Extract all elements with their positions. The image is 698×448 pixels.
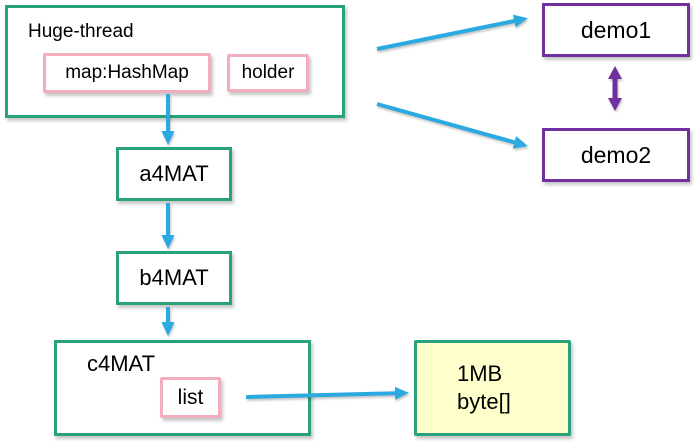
- node-list: list: [160, 377, 221, 418]
- arrow-huge-thread-to-demo2: [376, 102, 528, 149]
- b4mat-label: b4MAT: [139, 265, 209, 290]
- list-label: list: [177, 385, 204, 409]
- node-huge-thread: Huge-thread map:HashMap holder: [5, 5, 345, 118]
- c4mat-label: c4MAT: [87, 351, 156, 376]
- byte-array-line1: 1MB: [457, 361, 503, 386]
- byte-array-label: 1MB byte[]: [457, 360, 511, 416]
- node-map-hashmap: map:HashMap: [43, 53, 211, 93]
- node-demo1: demo1: [542, 3, 690, 57]
- node-b4mat: b4MAT: [116, 251, 232, 305]
- node-byte-array: 1MB byte[]: [414, 340, 571, 436]
- demo2-label: demo2: [580, 141, 652, 168]
- demo1-label: demo1: [580, 16, 652, 43]
- node-a4mat: a4MAT: [116, 147, 232, 201]
- byte-array-line2: byte[]: [457, 389, 511, 414]
- node-demo2: demo2: [542, 128, 690, 182]
- node-holder: holder: [227, 54, 309, 92]
- huge-thread-label: Huge-thread: [28, 21, 134, 42]
- arrow-huge-thread-to-demo1: [376, 14, 528, 51]
- map-hashmap-label: map:HashMap: [65, 62, 189, 83]
- holder-label: holder: [241, 62, 295, 83]
- node-c4mat: c4MAT list: [54, 340, 311, 436]
- a4mat-label: a4MAT: [139, 161, 209, 186]
